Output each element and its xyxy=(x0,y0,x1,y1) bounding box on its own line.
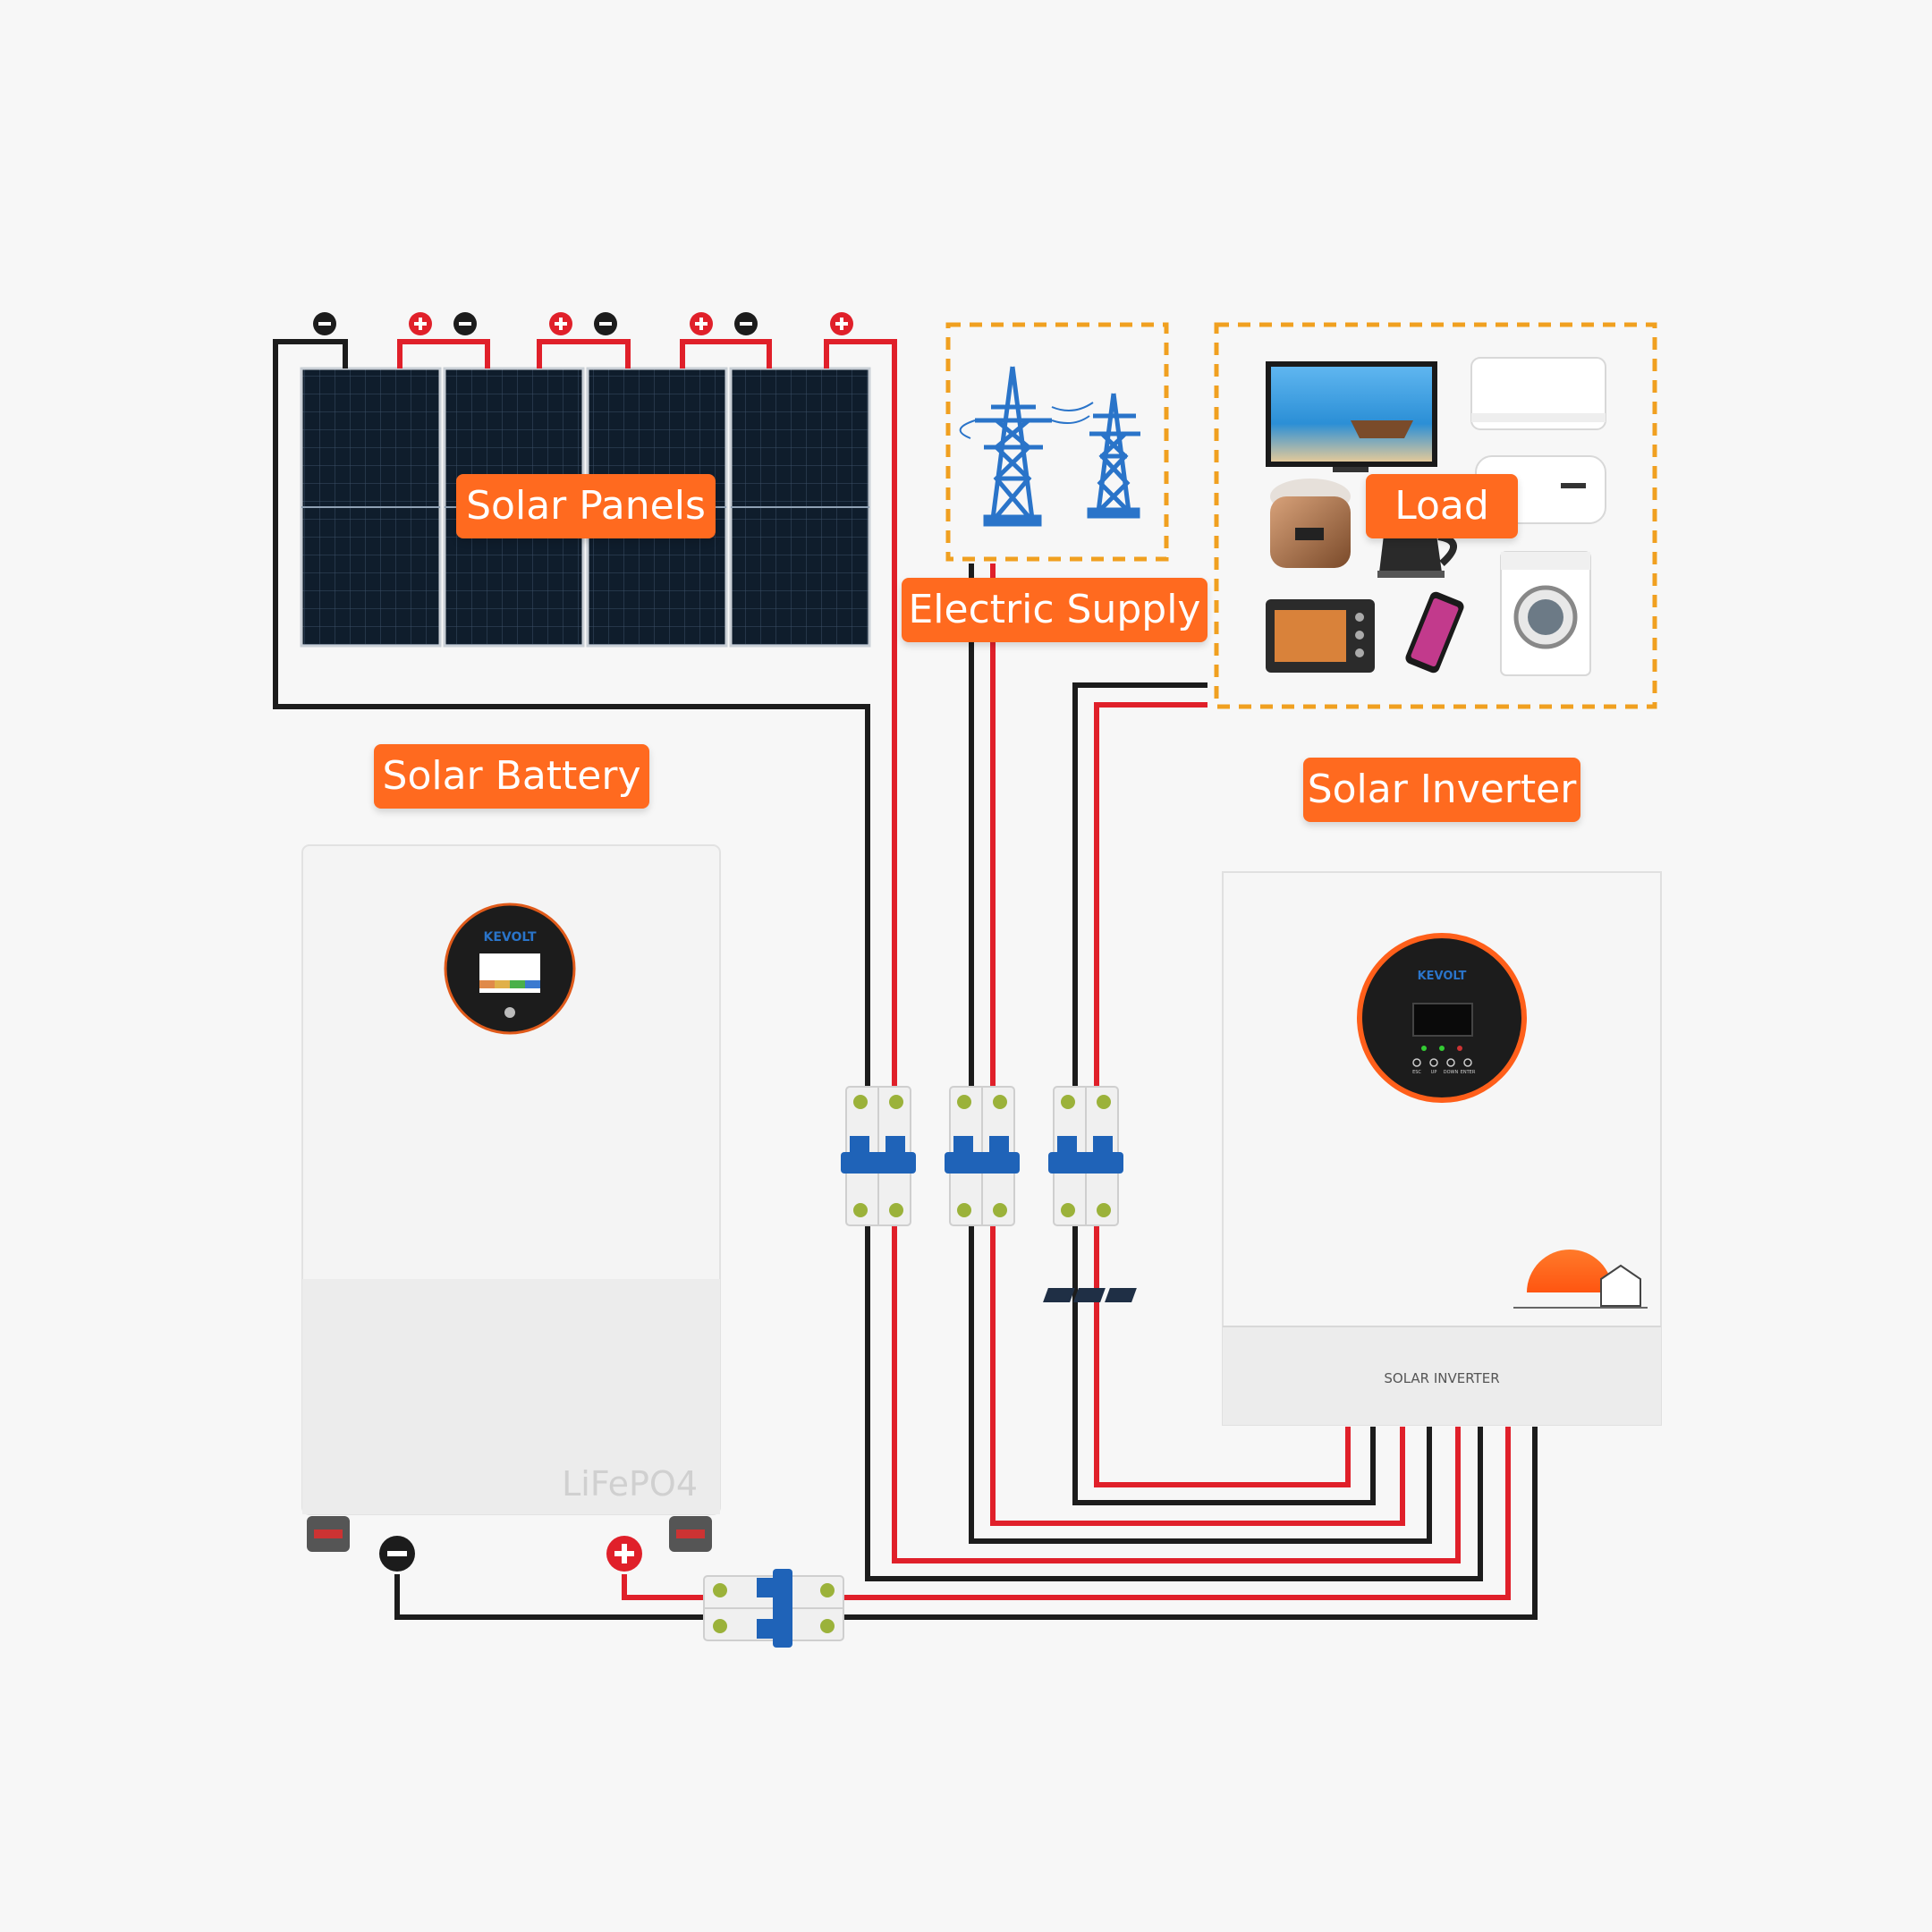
grid-supply-box xyxy=(945,322,1169,562)
smartphone-icon xyxy=(1405,591,1464,674)
breaker-battery[interactable] xyxy=(703,1569,844,1648)
negative-terminal-icon xyxy=(594,312,617,335)
solar-panel xyxy=(729,367,871,648)
positive-terminal-icon xyxy=(830,312,853,335)
positive-terminal-icon xyxy=(690,312,713,335)
battery-brand-logo: KEVOLT xyxy=(483,930,537,945)
load-label: Load xyxy=(1366,474,1518,538)
positive-terminal-icon xyxy=(549,312,572,335)
solar-panel xyxy=(300,367,442,648)
inverter-display[interactable] xyxy=(1357,933,1527,1103)
rice-cooker-icon xyxy=(1270,479,1351,568)
wiring xyxy=(273,339,1538,1620)
negative-terminal-icon xyxy=(313,312,336,335)
up-button[interactable] xyxy=(1429,1058,1438,1067)
solar-inverter-unit: KEVOLT ESC UP DOWN ENTER SOLAR INVERTER xyxy=(1043,871,1662,1426)
enter-button[interactable] xyxy=(1463,1058,1472,1067)
battery-terminal-post xyxy=(669,1516,712,1552)
down-button-label: DOWN xyxy=(1444,1070,1459,1075)
breaker-load[interactable] xyxy=(1048,1086,1123,1226)
air-conditioner-icon xyxy=(1470,357,1606,430)
negative-terminal-icon xyxy=(379,1536,415,1572)
battery-chemistry-label: LiFePO4 xyxy=(562,1464,698,1504)
positive-terminal-icon xyxy=(606,1536,642,1572)
solar-battery-unit: KEVOLT LiFePO4 xyxy=(301,844,721,1572)
washing-machine-icon xyxy=(1500,551,1591,676)
load-box xyxy=(1214,322,1657,709)
inverter-caption: SOLAR INVERTER xyxy=(1384,1370,1499,1386)
inverter-buttons: ESC UP DOWN ENTER xyxy=(1412,1058,1476,1075)
battery-terminal-post xyxy=(307,1516,350,1552)
panel-terminals xyxy=(313,312,853,335)
up-button-label: UP xyxy=(1431,1070,1437,1075)
breaker-pv[interactable] xyxy=(841,1086,916,1226)
esc-button-label: ESC xyxy=(1412,1070,1421,1075)
negative-terminal-icon xyxy=(734,312,758,335)
solar-inverter-label: Solar Inverter xyxy=(1303,758,1580,822)
oven-icon xyxy=(1266,599,1375,673)
solar-panels-label: Solar Panels xyxy=(456,474,716,538)
transmission-tower-icon xyxy=(959,366,1140,527)
electric-supply-label: Electric Supply xyxy=(902,578,1208,642)
breaker-grid[interactable] xyxy=(945,1086,1020,1226)
down-button[interactable] xyxy=(1446,1058,1455,1067)
enter-button-label: ENTER xyxy=(1461,1070,1476,1075)
esc-button[interactable] xyxy=(1412,1058,1421,1067)
inverter-brand-logo: KEVOLT xyxy=(1418,970,1467,983)
battery-display[interactable] xyxy=(444,902,576,1035)
solar-battery-label: Solar Battery xyxy=(374,744,649,809)
positive-terminal-icon xyxy=(409,312,432,335)
negative-terminal-icon xyxy=(453,312,477,335)
tv-icon xyxy=(1266,361,1437,472)
sun-house-icon xyxy=(1043,1250,1648,1309)
